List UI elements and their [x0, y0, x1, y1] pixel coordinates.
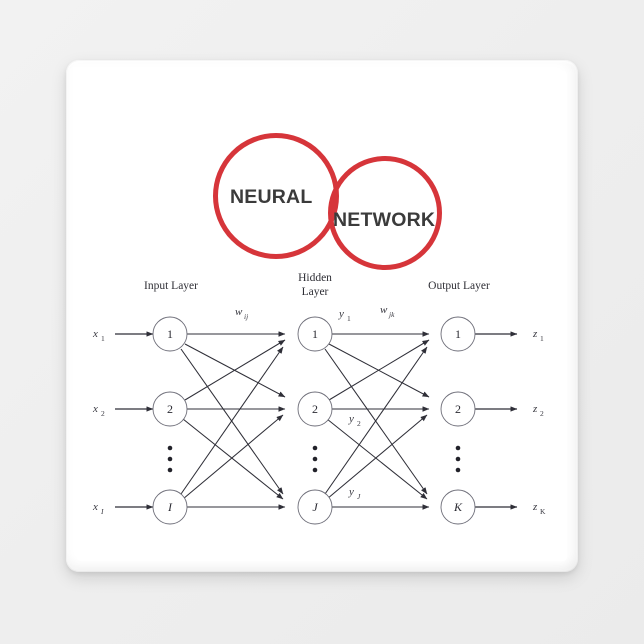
input-layer-nodes: 1 2 I: [152, 316, 188, 525]
input-signal-2-sub: 2: [101, 409, 105, 418]
logo-word-network: NETWORK: [333, 209, 436, 231]
magnet-printed-face: NEURAL NETWORK Input Layer: [77, 71, 567, 561]
hidden-signal-1-sub: 1: [347, 314, 351, 323]
weight-label-w-ij: w ij: [235, 306, 248, 321]
output-signal-k-sub: K: [540, 507, 546, 516]
output-signals: z 1 z 2 z K: [475, 328, 546, 516]
output-ellipsis-dot-3: [455, 467, 461, 473]
input-signals: x 1 x 2 x I: [92, 328, 154, 516]
output-node-k: [440, 489, 476, 525]
weight-label-w-ij-sub: ij: [244, 312, 248, 321]
output-signal-1-base: z: [532, 328, 538, 340]
hidden-signal-j-base: y: [348, 486, 354, 498]
input-ellipsis-dot-3: [167, 467, 173, 473]
hidden-signal-j-sub: J: [357, 492, 361, 501]
input-node-2-label: 2: [167, 402, 173, 416]
input-node-1-label: 1: [167, 327, 173, 341]
output-signal-1-sub: 1: [540, 334, 544, 343]
square-magnet-product: NEURAL NETWORK Input Layer: [66, 60, 578, 572]
weight-label-w-jk: w jk: [380, 304, 395, 319]
logo-word-neural: NEURAL: [230, 186, 313, 208]
hidden-layer-nodes: 1 2 J: [297, 316, 333, 525]
hidden-node-2: [297, 391, 333, 427]
label-hidden-layer-line2: Layer: [302, 286, 329, 298]
hidden-signal-2-sub: 2: [357, 419, 361, 428]
input-node-1: [152, 316, 188, 352]
hidden-node-2-label: 2: [312, 402, 318, 416]
input-signal-1-sub: 1: [101, 334, 105, 343]
input-ellipsis-dot-1: [167, 445, 173, 451]
output-layer-nodes: 1 2 K: [440, 316, 476, 525]
hidden-signal-1-base: y: [338, 308, 344, 320]
hidden-signals: y 1 y 2 y J: [338, 308, 361, 501]
hidden-node-1: [297, 316, 333, 352]
output-node-2-label: 2: [455, 402, 461, 416]
neural-network-logo: NEURAL NETWORK: [77, 71, 567, 281]
output-ellipsis-dot-2: [455, 456, 461, 462]
output-ellipsis-dot-1: [455, 445, 461, 451]
weight-label-w-ij-base: w: [235, 306, 243, 318]
weight-label-w-jk-base: w: [380, 304, 388, 316]
output-signal-2-base: z: [532, 403, 538, 415]
hidden-ellipsis-dot-1: [312, 445, 318, 451]
input-signal-i-base: x: [92, 501, 98, 513]
input-node-2: [152, 391, 188, 427]
neural-network-diagram: Input Layer Hidden Layer Output Layer w …: [77, 267, 567, 557]
weight-label-w-jk-sub: jk: [388, 310, 395, 319]
logo-circle-left: [213, 133, 339, 259]
edges-input-to-hidden: [180, 331, 286, 510]
hidden-signal-2-base: y: [348, 413, 354, 425]
label-hidden-layer-line1: Hidden: [298, 272, 332, 284]
hidden-ellipsis-dot-3: [312, 467, 318, 473]
edges-hidden-to-output: [324, 331, 430, 510]
label-output-layer: Output Layer: [428, 280, 490, 292]
hidden-ellipsis-dot-2: [312, 456, 318, 462]
input-signal-i-sub: I: [100, 507, 104, 516]
input-signal-1-base: x: [92, 328, 98, 340]
output-node-1-label: 1: [455, 327, 461, 341]
hidden-node-j-label: J: [312, 500, 318, 514]
output-node-2: [440, 391, 476, 427]
input-node-i-label: I: [167, 500, 173, 514]
label-input-layer: Input Layer: [144, 280, 198, 292]
hidden-node-j: [297, 489, 333, 525]
input-node-i: [152, 489, 188, 525]
output-node-1: [440, 316, 476, 352]
input-signal-2-base: x: [92, 403, 98, 415]
hidden-node-1-label: 1: [312, 327, 318, 341]
output-signal-2-sub: 2: [540, 409, 544, 418]
output-signal-k-base: z: [532, 501, 538, 513]
diagram-svg: Input Layer Hidden Layer Output Layer w …: [92, 272, 546, 525]
output-node-k-label: K: [453, 500, 463, 514]
input-ellipsis-dot-2: [167, 456, 173, 462]
